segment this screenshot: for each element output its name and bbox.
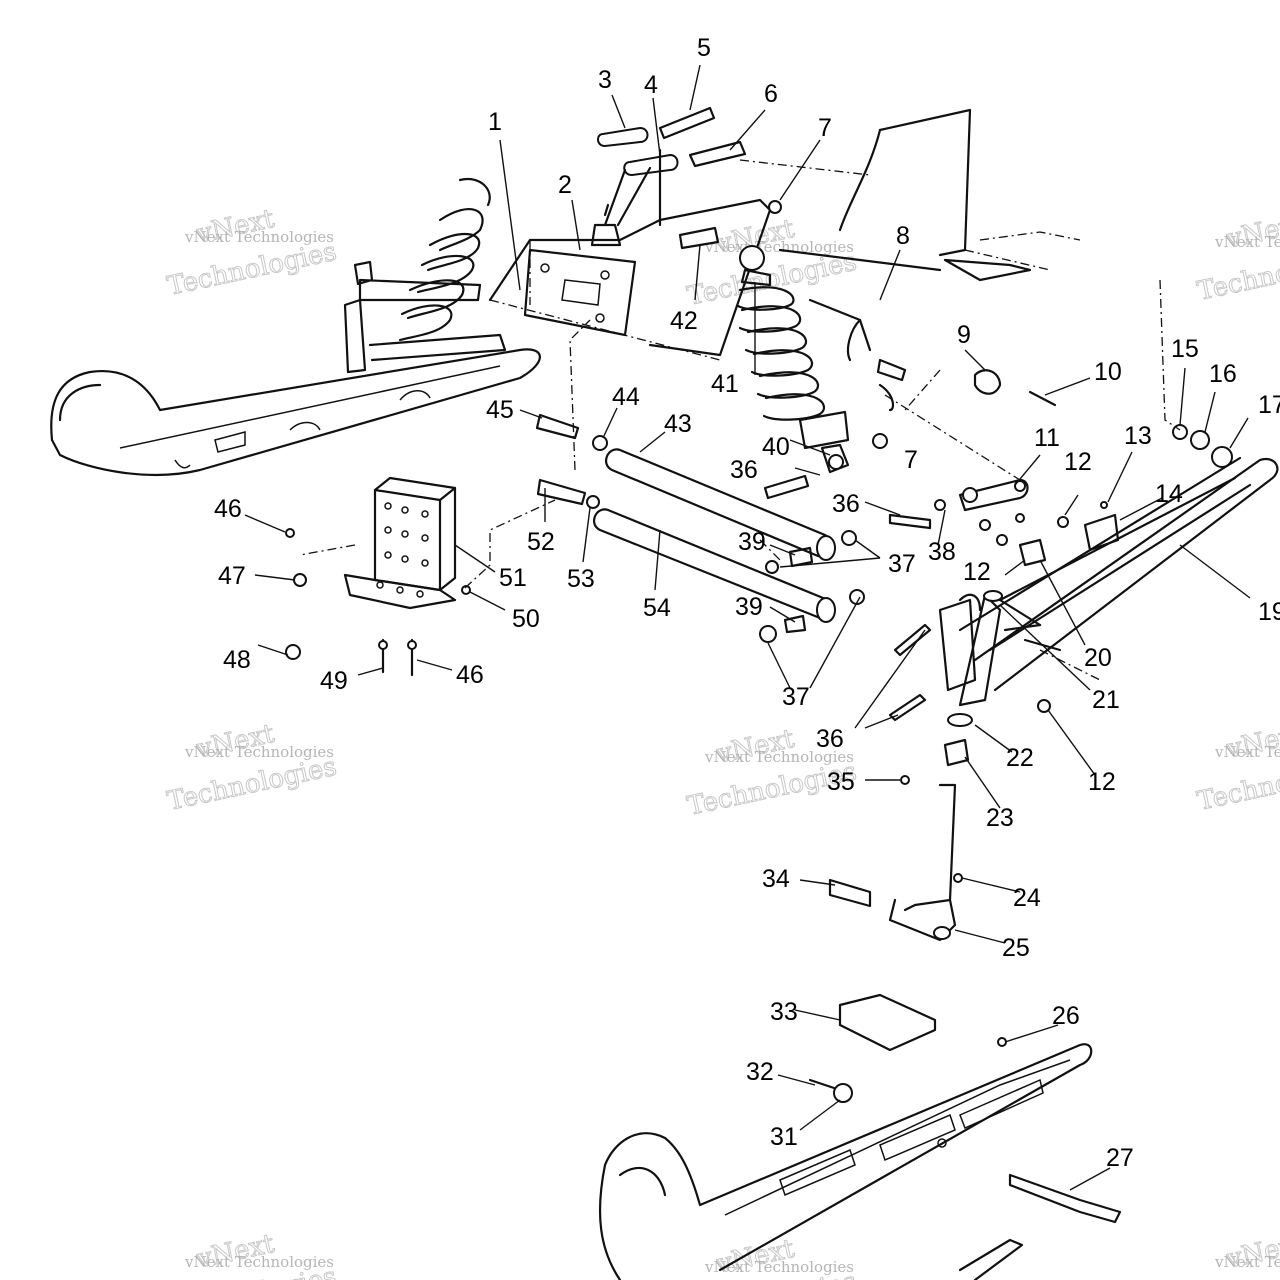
mounting-bracket bbox=[285, 476, 471, 677]
callout-50: 50 bbox=[512, 605, 540, 633]
spindle-assembly bbox=[763, 358, 1233, 722]
watermark-text: vNext Technologies bbox=[184, 1253, 334, 1271]
callout-13: 13 bbox=[1124, 422, 1152, 450]
callout-24: 24 bbox=[1013, 884, 1041, 912]
callout-36c: 36 bbox=[816, 725, 844, 753]
callout-43: 43 bbox=[664, 410, 692, 438]
callout-46a: 46 bbox=[214, 495, 242, 523]
callout-21: 21 bbox=[1092, 686, 1120, 714]
callout-40: 40 bbox=[762, 433, 790, 461]
watermark-text: vNext Technologies bbox=[704, 1258, 854, 1276]
callout-41: 41 bbox=[711, 370, 739, 398]
callout-1: 1 bbox=[488, 108, 502, 136]
callout-27: 27 bbox=[1106, 1144, 1134, 1172]
leader-lines bbox=[244, 64, 1251, 1191]
watermark-text: vNext Technologies bbox=[184, 228, 334, 246]
watermark-text: vNext Technologies bbox=[1214, 1253, 1280, 1271]
radius-rods bbox=[535, 413, 865, 643]
callout-44: 44 bbox=[612, 383, 640, 411]
a-arm bbox=[958, 456, 1279, 692]
callout-34: 34 bbox=[762, 865, 790, 893]
callout-36a: 36 bbox=[730, 456, 758, 484]
callout-22: 22 bbox=[1006, 744, 1034, 772]
callout-35: 35 bbox=[827, 768, 855, 796]
callout-12a: 12 bbox=[1064, 448, 1092, 476]
callout-5: 5 bbox=[697, 34, 711, 62]
callout-42: 42 bbox=[670, 307, 698, 335]
callout-48: 48 bbox=[223, 646, 251, 674]
callout-7a: 7 bbox=[818, 114, 832, 142]
callout-labels: 1 2 3 4 5 6 7 7 8 9 10 11 12 12 12 12 13… bbox=[214, 34, 1280, 1280]
callout-45: 45 bbox=[486, 396, 514, 424]
callout-4: 4 bbox=[644, 71, 658, 99]
callout-47: 47 bbox=[218, 562, 246, 590]
callout-51: 51 bbox=[499, 564, 527, 592]
callout-39a: 39 bbox=[738, 528, 766, 556]
callout-54: 54 bbox=[643, 594, 671, 622]
callout-26: 26 bbox=[1052, 1002, 1080, 1030]
callout-17: 17 bbox=[1258, 391, 1280, 419]
callout-20: 20 bbox=[1084, 644, 1112, 672]
callout-12b: 12 bbox=[963, 558, 991, 586]
left-ski-assembly bbox=[50, 177, 541, 476]
callout-31: 31 bbox=[770, 1123, 798, 1151]
callout-49: 49 bbox=[320, 667, 348, 695]
callout-52: 52 bbox=[527, 528, 555, 556]
callout-33: 33 bbox=[770, 998, 798, 1026]
watermark-text: vNext Technologies bbox=[704, 748, 854, 766]
callout-37a: 37 bbox=[888, 550, 916, 578]
callout-11: 11 bbox=[1034, 424, 1060, 452]
watermark-text: vNext Technologies bbox=[1214, 743, 1280, 761]
watermark-text: vNext Technologies bbox=[1214, 233, 1280, 251]
callout-38: 38 bbox=[928, 538, 956, 566]
callout-8: 8 bbox=[896, 222, 910, 250]
lower-spindle bbox=[828, 713, 973, 942]
callout-19: 19 bbox=[1258, 598, 1280, 626]
callout-32: 32 bbox=[746, 1058, 774, 1086]
callout-14: 14 bbox=[1155, 480, 1183, 508]
callout-3: 3 bbox=[598, 66, 612, 94]
watermark-text: vNext Technologies bbox=[704, 238, 854, 256]
callout-12d: 12 bbox=[1185, 1278, 1213, 1280]
callout-46b: 46 bbox=[456, 661, 484, 689]
chassis-block bbox=[488, 108, 1081, 361]
callout-2: 2 bbox=[558, 171, 572, 199]
callout-36b: 36 bbox=[832, 490, 860, 518]
right-shock bbox=[736, 245, 872, 474]
callout-16: 16 bbox=[1209, 360, 1237, 388]
watermark-logo-text: Technologies bbox=[165, 752, 340, 817]
callout-15: 15 bbox=[1171, 335, 1199, 363]
callout-10: 10 bbox=[1094, 358, 1122, 386]
callout-25: 25 bbox=[1002, 934, 1030, 962]
callout-12c: 12 bbox=[1088, 768, 1116, 796]
top-hardware bbox=[597, 106, 782, 250]
watermark-logo-text: Technologies bbox=[165, 237, 340, 302]
callout-6: 6 bbox=[764, 80, 778, 108]
callout-9: 9 bbox=[957, 321, 971, 349]
callout-39b: 39 bbox=[735, 593, 763, 621]
watermark-text: vNext Technologies bbox=[184, 743, 334, 761]
callout-37b: 37 bbox=[782, 683, 810, 711]
lower-ski bbox=[598, 993, 1122, 1280]
callout-53: 53 bbox=[567, 565, 595, 593]
callout-7b: 7 bbox=[904, 446, 918, 474]
callout-23: 23 bbox=[986, 804, 1014, 832]
